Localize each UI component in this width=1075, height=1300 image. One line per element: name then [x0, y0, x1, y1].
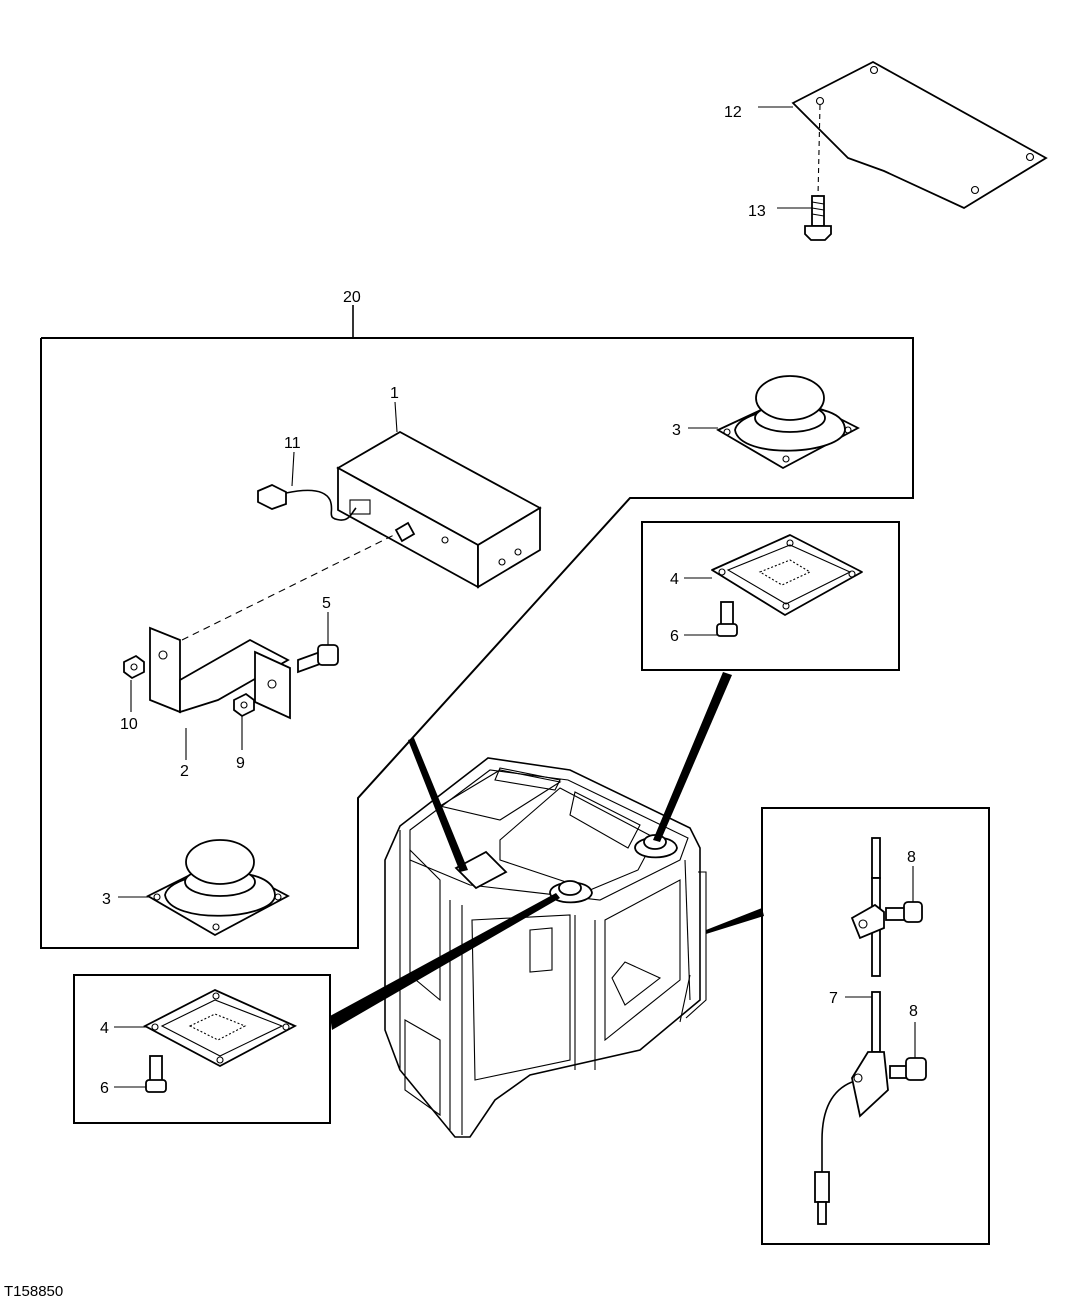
callout-6-lower: 6 [100, 1080, 109, 1097]
callout-10: 10 [120, 716, 138, 733]
callout-20: 20 [343, 289, 361, 306]
mounting-bracket [149, 626, 291, 720]
speaker-lower [146, 839, 290, 937]
connector-harness [257, 484, 357, 521]
bolt-dash [817, 104, 821, 197]
grille-screw-upper [716, 601, 738, 637]
screw [297, 644, 339, 674]
callout-8-lower: 8 [909, 1003, 918, 1020]
grille-inset-upper [641, 521, 900, 671]
pointer-radio [408, 738, 468, 872]
speaker-upper [716, 375, 860, 470]
grille-inset-lower [73, 974, 331, 1124]
callout-5: 5 [322, 595, 331, 612]
pointer-grille-upper [653, 672, 732, 842]
callout-8-upper: 8 [907, 849, 916, 866]
nut-10 [123, 654, 145, 680]
callout-6-upper: 6 [670, 628, 679, 645]
callout-13: 13 [748, 203, 766, 220]
radio-unit [336, 430, 542, 589]
callout-2: 2 [180, 763, 189, 780]
grille-screw-lower [145, 1055, 167, 1093]
mount-dash [181, 532, 399, 641]
cover-plate [791, 60, 1048, 210]
pointer-antenna [706, 908, 764, 934]
nut-9 [233, 692, 255, 718]
pointer-grille-lower [330, 893, 560, 1030]
callout-4-upper: 4 [670, 571, 679, 588]
callout-4-lower: 4 [100, 1020, 109, 1037]
figure-id: T158850 [4, 1283, 63, 1300]
cab-body [384, 757, 707, 1138]
callout-3-upper: 3 [672, 422, 681, 439]
callout-1: 1 [390, 385, 399, 402]
callout-9: 9 [236, 755, 245, 772]
callout-11: 11 [284, 435, 301, 452]
callout-7: 7 [829, 990, 838, 1007]
antenna-upper [850, 837, 923, 977]
hex-bolt [804, 195, 832, 241]
leader-lines [114, 106, 916, 1088]
speaker-grille-lower [143, 989, 298, 1068]
antenna-inset [761, 807, 990, 1245]
kit-outline [40, 337, 914, 949]
callout-12: 12 [724, 104, 742, 121]
callout-3-lower: 3 [102, 891, 111, 908]
antenna-lower [814, 991, 927, 1225]
speaker-grille-upper [711, 534, 863, 616]
